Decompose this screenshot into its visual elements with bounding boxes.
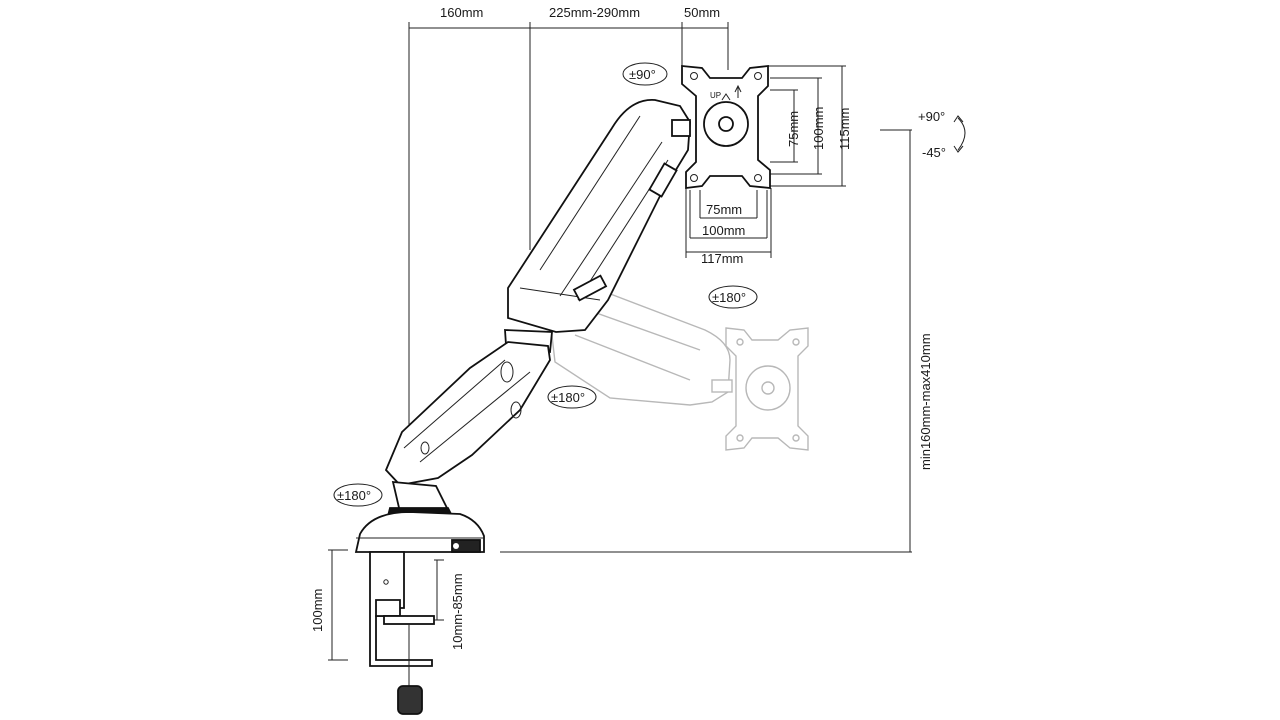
- dim-vesa-horizontal-75: 75mm: [706, 202, 742, 217]
- dimension-labels: 160mm 225mm-290mm 50mm 75mm 100mm 115mm …: [310, 5, 946, 650]
- dim-head-offset: 50mm: [684, 5, 720, 20]
- dimension-lines: [328, 22, 912, 661]
- dim-desk-thickness: 10mm-85mm: [450, 573, 465, 650]
- rot-elbow-label: ±180°: [551, 390, 585, 405]
- main-arm: [354, 99, 691, 715]
- rot-tilt-down-label: -45°: [922, 145, 946, 160]
- rot-base-label: ±180°: [337, 488, 371, 503]
- rotation-arrows: [333, 62, 966, 507]
- dim-vesa-vertical-75: 75mm: [786, 111, 801, 147]
- vesa-plate: UP: [681, 64, 771, 190]
- rotation-arrow-icon: [333, 483, 383, 507]
- rot-tilt-up-label: +90°: [918, 109, 945, 124]
- rotation-arrow-icon: [622, 62, 668, 86]
- tilt-arrow-icon: [957, 117, 966, 151]
- dim-height-range: min160mm-max410mm: [918, 333, 933, 470]
- dim-clamp-height: 100mm: [310, 589, 325, 632]
- plate-up-label: UP: [710, 91, 721, 100]
- rotation-arrow-icon: [708, 285, 758, 309]
- rot-head-label: ±90°: [629, 67, 656, 82]
- rot-ghost-label: ±180°: [712, 290, 746, 305]
- dim-plate-width: 117mm: [701, 251, 743, 266]
- dim-plate-height: 115mm: [837, 108, 852, 150]
- dim-forearm-length: 225mm-290mm: [549, 5, 640, 20]
- rotation-arrow-icon: [547, 385, 597, 409]
- dim-base-to-joint: 160mm: [440, 5, 483, 20]
- dim-vesa-horizontal-100: 100mm: [702, 223, 745, 238]
- dim-vesa-vertical-100: 100mm: [811, 107, 826, 150]
